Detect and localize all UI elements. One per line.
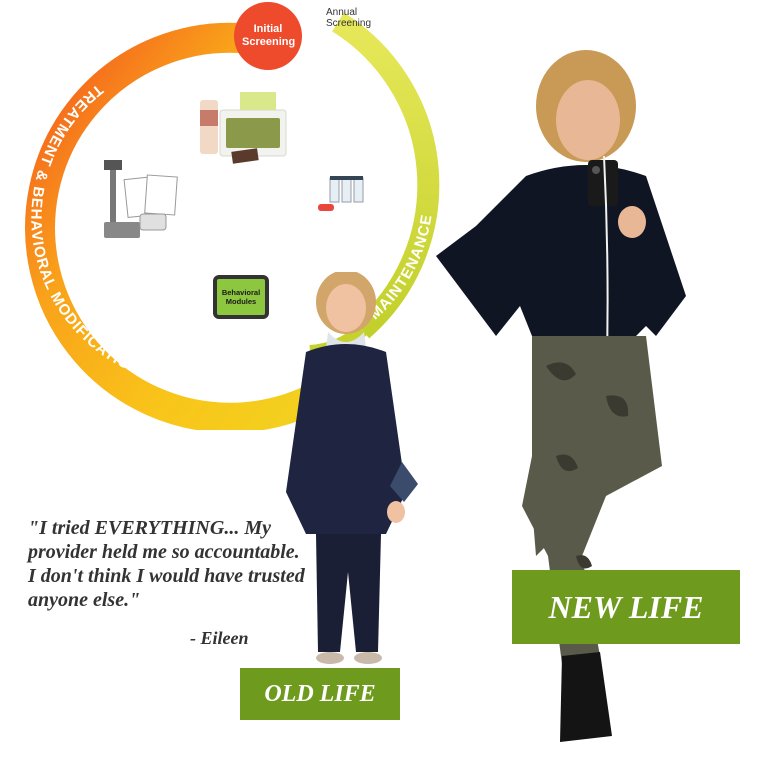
- initial-screening-label: Initial Screening: [242, 23, 296, 48]
- behavioral-modules-tablet: Behavioral Modules: [213, 275, 269, 319]
- new-life-badge: NEW LIFE: [512, 570, 740, 644]
- initial-screening-badge: Initial Screening: [234, 2, 302, 70]
- testimonial-quote: "I tried EVERYTHING... My provider held …: [28, 517, 305, 611]
- testimonial-author: - Eileen: [190, 628, 249, 648]
- maintenance-arc: [332, 12, 440, 339]
- behavioral-modules-label: Behavioral Modules: [217, 279, 265, 315]
- program-cycle-diagram: TREATMENT & BEHAVIORAL MODIFICATION MAIN…: [25, 12, 440, 430]
- treatment-arc: [25, 22, 337, 430]
- scale-and-papers-illustration: [104, 160, 178, 238]
- meal-products-illustration: [200, 92, 287, 164]
- annual-screening-label: Annual Screening: [326, 7, 372, 29]
- vials-illustration: [318, 176, 364, 211]
- old-life-photo: [286, 272, 418, 664]
- old-life-badge: OLD LIFE: [240, 668, 400, 720]
